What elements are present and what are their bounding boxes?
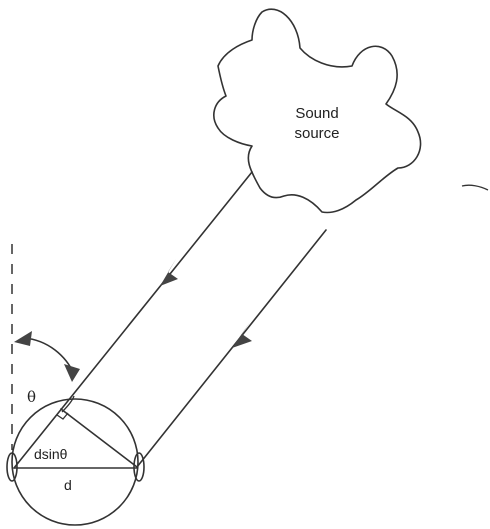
right-ray-arrowhead: [232, 322, 252, 348]
sound-source-label-line2: source: [294, 125, 339, 142]
theta-arc: [61, 395, 75, 413]
head-circle: [11, 398, 139, 526]
left-ray-arrowhead: [160, 259, 178, 286]
path-difference-label: dsinθ: [34, 446, 68, 462]
right-ear: [133, 452, 145, 482]
sound-source-label-line1: Sound: [295, 105, 338, 122]
perpendicular-line: [60, 408, 138, 468]
sound-source-cloud: [213, 8, 422, 214]
right-sound-ray: [136, 229, 327, 468]
angle-arc-arrowhead-top: [14, 331, 32, 346]
left-sound-ray: [13, 171, 253, 469]
left-ear: [6, 452, 18, 482]
right-angle-marker: [56, 412, 69, 420]
angle-arc-arrowhead-bottom: [64, 364, 80, 382]
theta-label: θ: [27, 388, 36, 406]
stray-mark: [461, 184, 489, 191]
ear-distance-label: d: [64, 477, 72, 493]
